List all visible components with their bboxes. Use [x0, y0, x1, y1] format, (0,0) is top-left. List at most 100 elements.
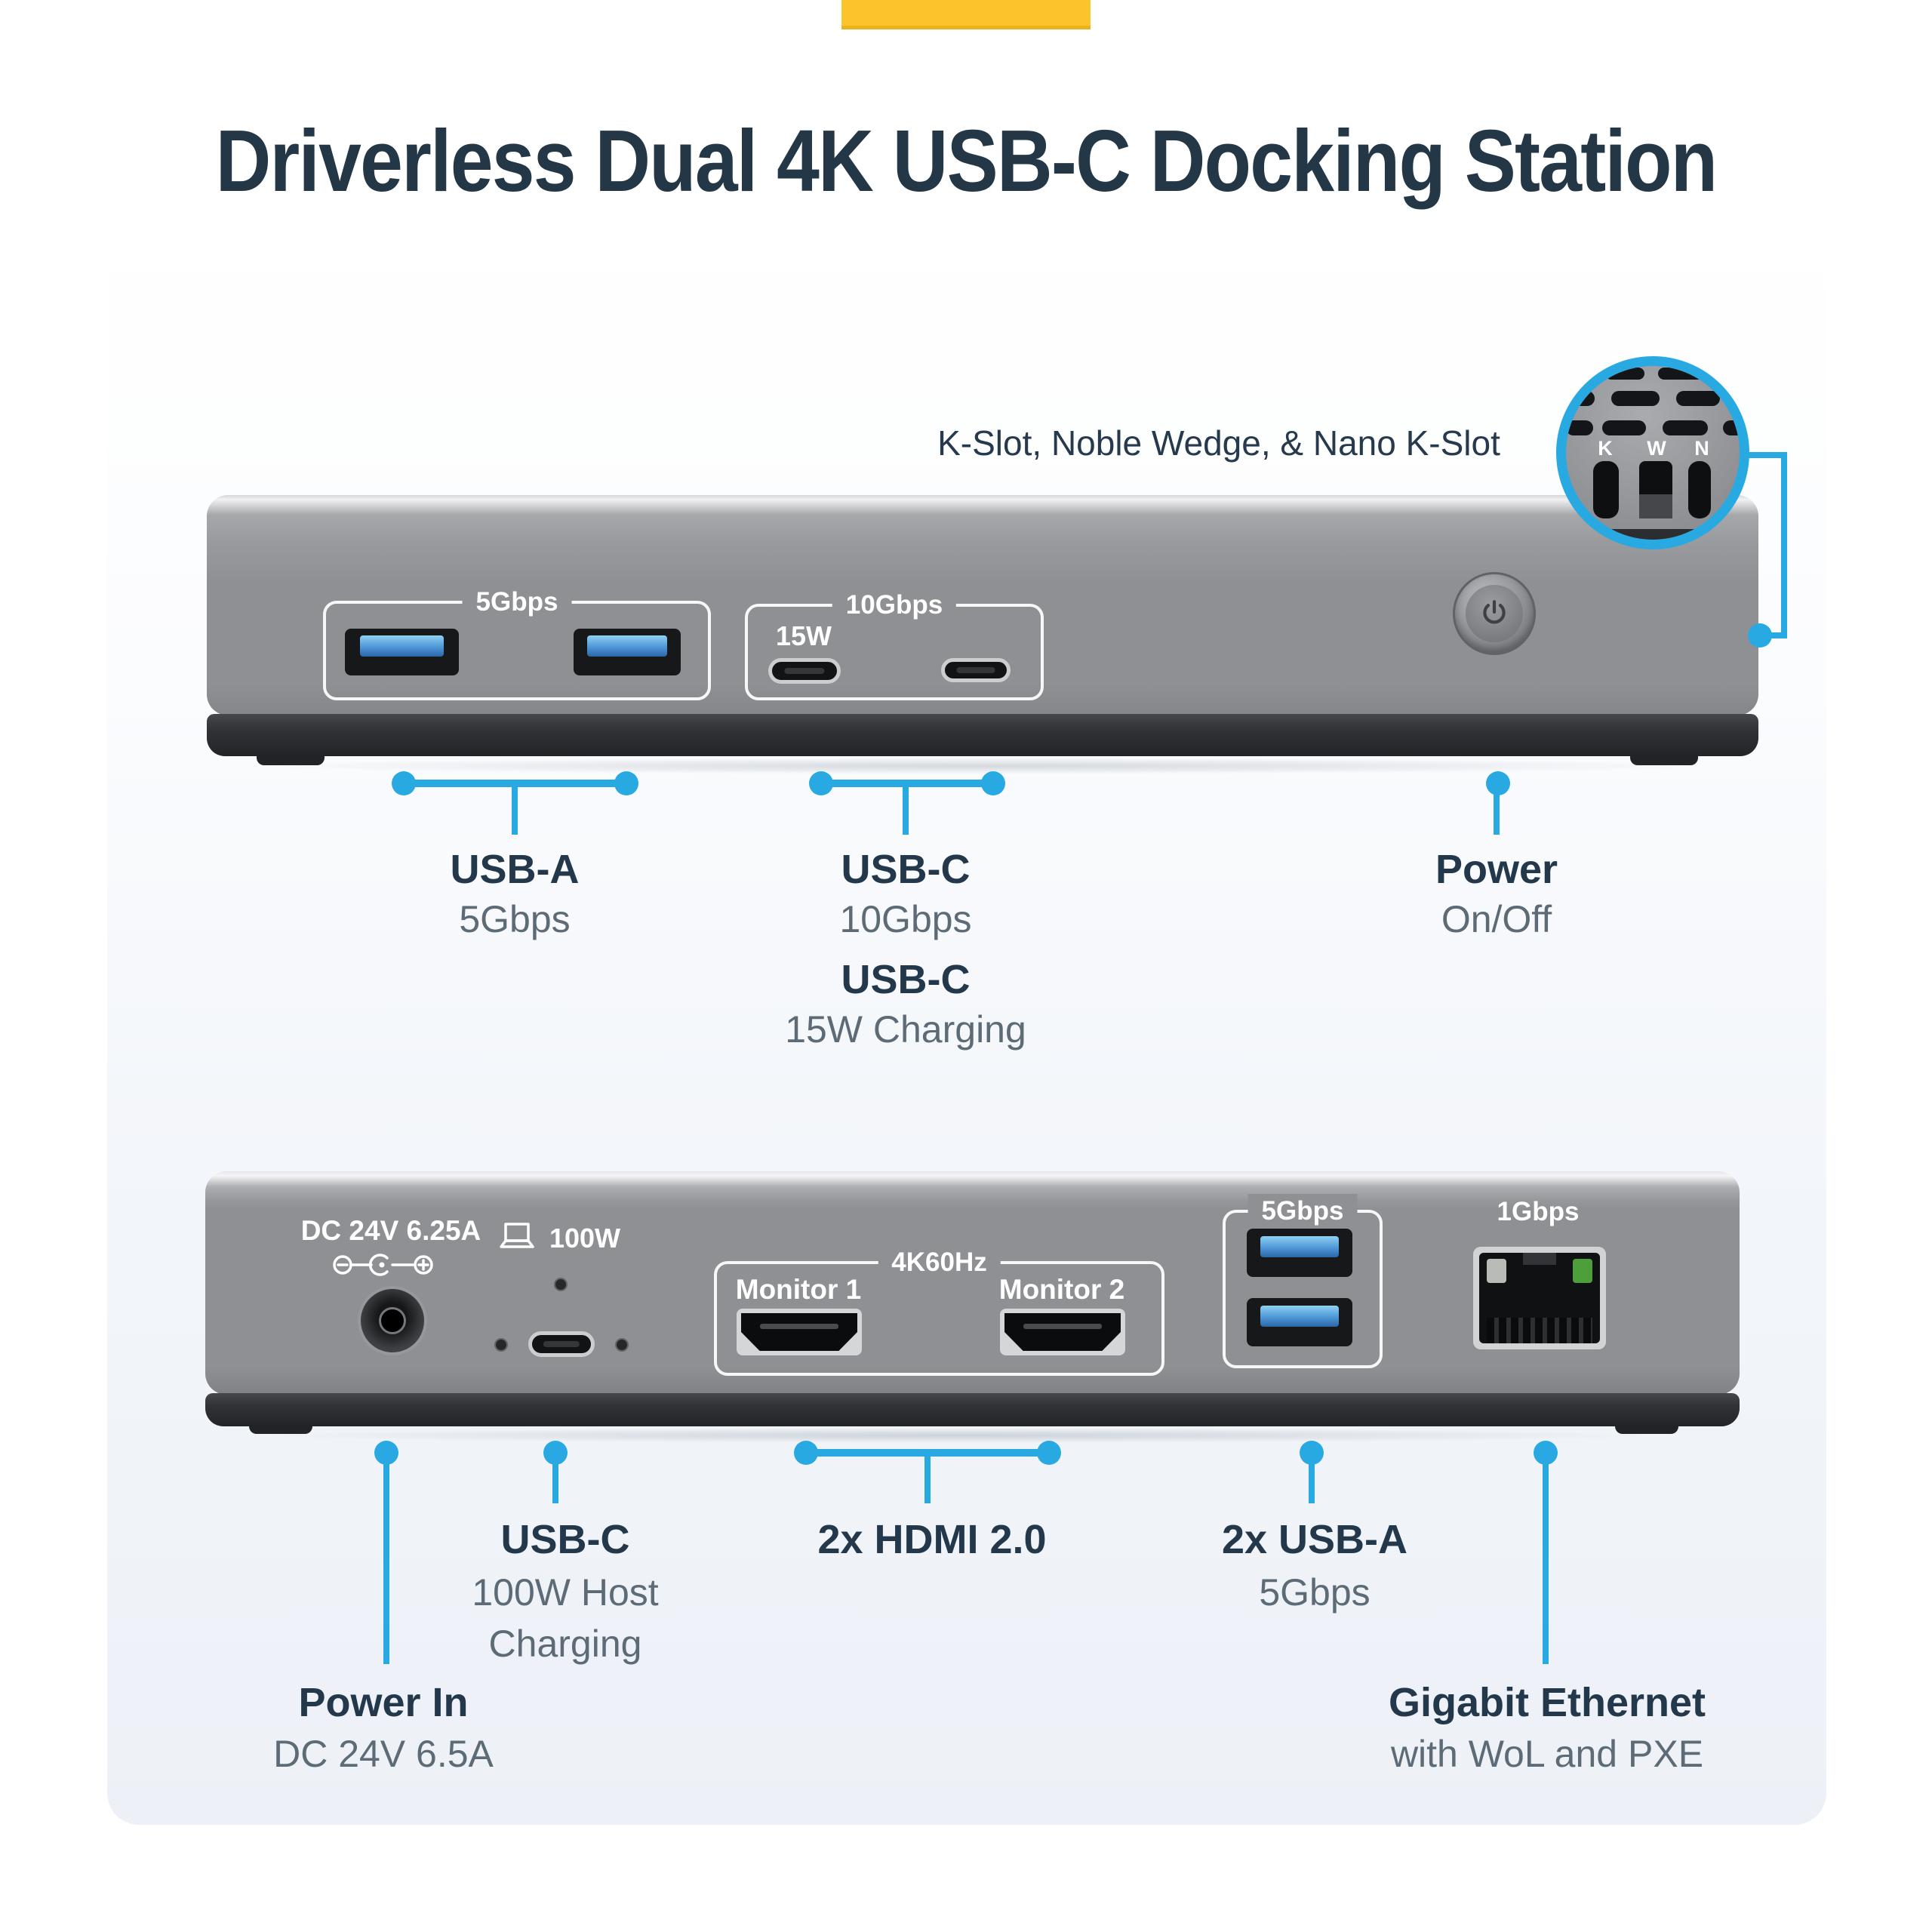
front-usb-a-port-2: [574, 629, 681, 675]
vent-slot: [1605, 368, 1644, 380]
dock-back-base: [205, 1393, 1740, 1426]
vent-slot: [1602, 420, 1646, 435]
callout-stem: [1543, 1453, 1549, 1664]
screw-hole: [494, 1338, 508, 1352]
hdmi-port-2: [1000, 1309, 1125, 1355]
inset-connector-line: [1748, 452, 1787, 458]
dock-front-foot-left: [257, 755, 325, 765]
usb-c-slit: [956, 667, 995, 673]
ethernet-sub: with WoL and PXE: [1390, 1733, 1704, 1775]
callout-dot: [981, 771, 1005, 795]
front-usb-c-group-outline: 10Gbps: [745, 588, 1044, 700]
back-usb-c-title: USB-C: [500, 1517, 630, 1562]
inset-base-band: [1566, 529, 1740, 540]
callout-stem: [924, 1453, 931, 1503]
callout-stem: [512, 783, 518, 835]
ethernet-cavity: [1479, 1253, 1600, 1343]
usb-a-tab: [359, 635, 445, 657]
back-100w-label: 100W: [549, 1223, 621, 1254]
hdmi-pins: [760, 1324, 838, 1329]
nano-k-slot: [1688, 461, 1711, 518]
inset-connector-dot: [1748, 623, 1772, 648]
dock-front-base: [207, 714, 1758, 756]
screw-hole: [615, 1338, 629, 1352]
front-15w-label: 15W: [775, 620, 832, 651]
callout-stem: [1494, 783, 1500, 835]
kslot-letter-w: W: [1647, 437, 1666, 460]
front-usb-a-group-outline: 5Gbps: [323, 585, 711, 700]
dock-front-shadow: [242, 758, 1721, 774]
power-in-title: Power In: [298, 1680, 469, 1725]
vent-slot: [1723, 420, 1740, 435]
brand-accent-bar: [841, 0, 1091, 29]
usb-a-tab: [1260, 1305, 1339, 1327]
reset-hole: [554, 1278, 568, 1291]
back-usb-a-sub: 5Gbps: [1259, 1571, 1371, 1614]
callout-dot: [794, 1441, 818, 1465]
vent-slot: [1658, 368, 1703, 380]
usb-a-tab: [587, 635, 667, 657]
back-usb-c-sub1: 100W Host: [472, 1571, 659, 1614]
back-1gbps-label: 1Gbps: [1497, 1197, 1580, 1226]
dock-back-foot-right: [1615, 1425, 1678, 1434]
laptop-charging-icon: [500, 1223, 534, 1248]
inset-connector-line: [1766, 632, 1787, 638]
front-power-sub: On/Off: [1441, 898, 1552, 940]
back-usb-c-sub2: Charging: [488, 1623, 642, 1665]
ethernet-clip-tab: [1523, 1253, 1556, 1265]
hdmi-port-1: [737, 1309, 862, 1355]
vent-slot: [1566, 391, 1595, 406]
ethernet-pins: [1487, 1318, 1592, 1343]
page-title: Driverless Dual 4K USB-C Docking Station: [0, 110, 1932, 211]
callout-dot: [614, 771, 638, 795]
dc-power-jack-pin: [379, 1307, 406, 1334]
front-usb-c-port-1: [768, 658, 841, 684]
back-usb-a-port-1: [1247, 1229, 1352, 1277]
front-usb-c-port-2: [941, 658, 1011, 682]
vent-slot: [1676, 391, 1720, 406]
dock-back-foot-left: [249, 1425, 312, 1434]
front-usb-a-port-1: [345, 629, 459, 675]
callout-dot: [809, 771, 833, 795]
front-usb-a-title: USB-A: [450, 847, 580, 892]
dock-front-foot-right: [1630, 755, 1698, 765]
ethernet-led-left: [1487, 1259, 1506, 1283]
back-hdmi-group-label: 4K60Hz: [878, 1245, 1001, 1280]
monitor1-label: Monitor 1: [735, 1274, 862, 1305]
front-usb-c-group-label: 10Gbps: [832, 588, 957, 623]
front-usb-c-charge-title: USB-C: [841, 957, 971, 1002]
front-usb-a-group-label: 5Gbps: [462, 585, 572, 620]
callout-dot: [392, 771, 416, 795]
callout-stem: [1309, 1453, 1315, 1503]
polarity-icon: [333, 1254, 433, 1276]
back-usb-a-group-outline: 5Gbps: [1223, 1194, 1383, 1368]
kslot-magnifier: K W N: [1556, 356, 1749, 549]
ethernet-port: [1473, 1247, 1606, 1349]
background-panel: [107, 219, 1826, 1825]
hdmi-cavity: [1004, 1313, 1121, 1351]
callout-stem: [552, 1453, 558, 1503]
vent-slot: [1566, 420, 1593, 435]
callout-stem: [903, 783, 909, 835]
usb-a-tab: [1260, 1235, 1339, 1257]
power-in-sub: DC 24V 6.5A: [273, 1733, 494, 1775]
inset-connector-line: [1781, 452, 1787, 637]
callout-stem: [383, 1453, 389, 1664]
k-slot: [1593, 461, 1619, 518]
monitor2-label: Monitor 2: [998, 1274, 1125, 1305]
vent-slot: [1735, 391, 1740, 406]
power-button-face: [1466, 585, 1523, 642]
front-usb-c-title: USB-C: [841, 847, 971, 892]
vent-slot: [1611, 391, 1660, 406]
back-usb-c-host-port: [528, 1331, 595, 1357]
front-usb-c-sub: 10Gbps: [839, 898, 972, 940]
back-usb-a-port-2: [1247, 1298, 1352, 1346]
kslot-letter-k: K: [1598, 437, 1613, 460]
ethernet-title: Gigabit Ethernet: [1388, 1680, 1706, 1725]
dock-back-shadow: [242, 1428, 1675, 1443]
back-dc-label: DC 24V 6.25A: [300, 1215, 481, 1246]
power-icon: [1483, 600, 1506, 624]
hdmi-cavity: [741, 1313, 857, 1351]
back-hdmi-group-outline: 4K60Hz: [714, 1245, 1164, 1376]
